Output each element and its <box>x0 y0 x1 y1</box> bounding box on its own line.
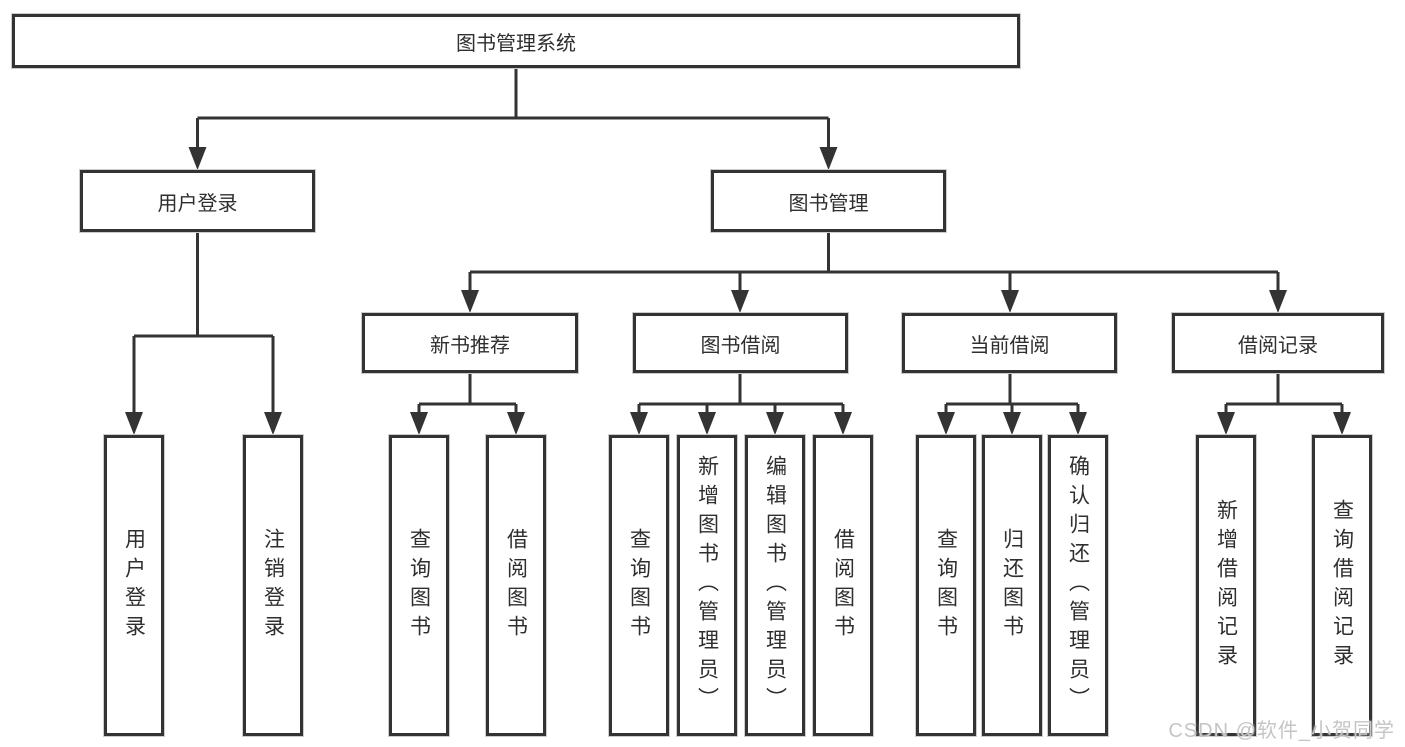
leaf-label: 编辑图书（管理员） <box>763 455 787 716</box>
connector-newbook-to-leaves <box>417 373 518 414</box>
node-root-label: 图书管理系统 <box>456 32 576 55</box>
arrowhead <box>1269 290 1287 313</box>
arrowhead <box>125 412 143 435</box>
leaf-label: 用户登录 <box>122 527 146 644</box>
node-root: 图书管理系统 <box>12 14 1020 68</box>
leaf-query-books: 查询图书 <box>389 435 449 736</box>
arrowheads <box>125 147 1351 435</box>
arrowhead <box>834 412 852 435</box>
leaf-logout: 注销登录 <box>243 435 303 736</box>
leaf-label: 新增借阅记录 <box>1214 498 1238 673</box>
leaf-label: 借阅图书 <box>831 527 855 644</box>
node-label: 当前借阅 <box>969 334 1050 357</box>
arrowhead <box>1333 412 1351 435</box>
leaf-label: 归还图书 <box>1000 527 1024 644</box>
arrowhead <box>937 412 955 435</box>
arrowhead <box>264 412 282 435</box>
node-book-management-module: 图书管理 <box>711 170 946 232</box>
connector-rails <box>132 68 1344 414</box>
node-borrow-records: 借阅记录 <box>1172 313 1384 373</box>
node-user-login-module: 用户登录 <box>80 170 315 232</box>
leaf-add-borrow-record: 新增借阅记录 <box>1196 435 1256 736</box>
connector-borrow-to-leaves <box>637 373 845 414</box>
arrowhead <box>188 147 207 170</box>
leaf-label: 查询图书 <box>627 527 651 644</box>
connector-root-to-level2 <box>196 68 830 150</box>
leaf-label: 查询图书 <box>934 527 958 644</box>
node-book-borrow: 图书借阅 <box>633 313 848 373</box>
leaf-label: 新增图书（管理员） <box>695 455 719 716</box>
leaf-label: 查询图书 <box>407 527 431 644</box>
arrowhead <box>1069 412 1087 435</box>
arrowhead <box>461 290 479 313</box>
connector-current-to-leaves <box>944 373 1080 414</box>
leaf-borrow-books: 借阅图书 <box>486 435 546 736</box>
arrowhead <box>1003 412 1021 435</box>
leaf-query-books: 查询图书 <box>609 435 669 736</box>
arrowhead <box>507 412 525 435</box>
leaf-add-books-admin: 新增图书（管理员） <box>677 435 737 736</box>
csdn-watermark: CSDN @软件_小贺同学 <box>1168 720 1395 742</box>
node-new-book-recommend: 新书推荐 <box>362 313 578 373</box>
arrowhead <box>766 412 784 435</box>
node-label: 新书推荐 <box>430 334 510 357</box>
connector-records-to-leaves <box>1224 373 1344 414</box>
arrowhead <box>819 147 838 170</box>
arrowhead <box>410 412 428 435</box>
arrowhead <box>731 290 749 313</box>
arrowhead <box>630 412 648 435</box>
leaf-edit-books-admin: 编辑图书（管理员） <box>745 435 805 736</box>
node-label: 用户登录 <box>157 192 238 215</box>
leaf-user-login: 用户登录 <box>104 435 164 736</box>
arrowhead <box>1001 290 1019 313</box>
node-label: 图书借阅 <box>700 334 781 357</box>
leaf-label: 确认归还（管理员） <box>1066 455 1090 716</box>
connector-userlogin-to-leaves <box>132 232 275 413</box>
leaf-borrow-books: 借阅图书 <box>813 435 873 736</box>
leaf-label: 借阅图书 <box>504 527 528 644</box>
leaf-label: 注销登录 <box>261 527 285 644</box>
arrowhead <box>1217 412 1235 435</box>
connector-bookmgmt-to-level3 <box>468 232 1280 292</box>
node-current-borrow: 当前借阅 <box>902 313 1117 373</box>
arrowhead <box>698 412 716 435</box>
leaf-label: 查询借阅记录 <box>1330 498 1354 673</box>
leaf-confirm-return-admin: 确认归还（管理员） <box>1048 435 1108 736</box>
leaf-return-books: 归还图书 <box>982 435 1042 736</box>
node-label: 借阅记录 <box>1238 334 1318 357</box>
leaf-query-books: 查询图书 <box>916 435 976 736</box>
node-label: 图书管理 <box>788 192 869 215</box>
leaf-query-borrow-record: 查询借阅记录 <box>1312 435 1372 736</box>
